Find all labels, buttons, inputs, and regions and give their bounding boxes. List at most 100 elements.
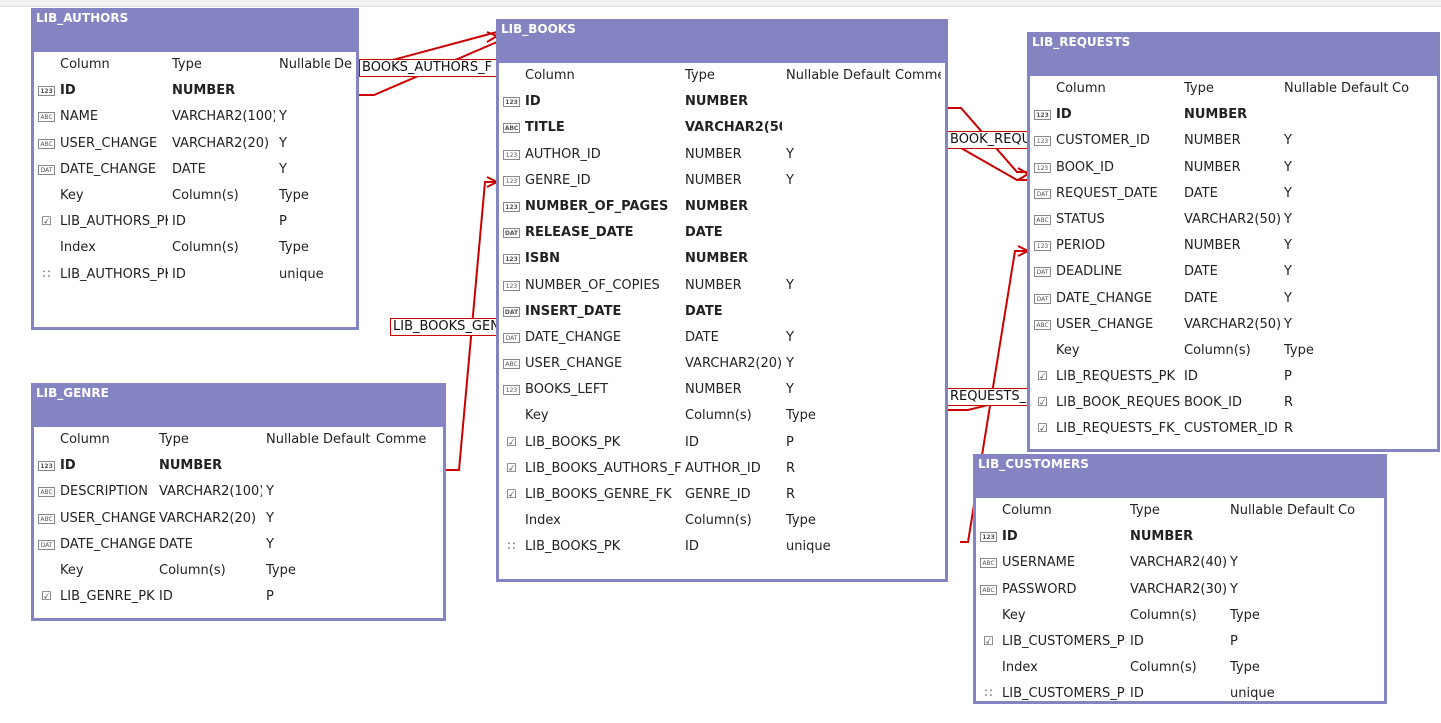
key-header: Type bbox=[1230, 607, 1260, 623]
column-type-icon: DAT bbox=[1034, 293, 1051, 304]
column-name: DATE_CHANGE bbox=[60, 536, 155, 552]
column-nullable: Y bbox=[279, 109, 287, 125]
key-icon: ☑ bbox=[506, 462, 517, 473]
column-name: DATE_CHANGE bbox=[60, 161, 157, 177]
column-name: STATUS bbox=[1056, 211, 1105, 227]
column-header: Nullable bbox=[266, 432, 319, 447]
column-name: REQUEST_DATE bbox=[1056, 185, 1158, 201]
column-nullable: Y bbox=[1230, 555, 1238, 571]
fk-label-requests-fk[interactable]: REQUESTS_F bbox=[947, 388, 1033, 406]
column-type-icon: ABC bbox=[1034, 214, 1051, 225]
column-type: NUMBER bbox=[172, 83, 236, 99]
column-name: ID bbox=[1056, 107, 1072, 123]
column-name: USERNAME bbox=[1002, 555, 1076, 571]
column-type: NUMBER bbox=[1184, 238, 1241, 254]
column-name: AUTHOR_ID bbox=[525, 146, 601, 162]
fk-label-book-request[interactable]: BOOK_REQUE bbox=[947, 131, 1033, 149]
column-type: NUMBER bbox=[1184, 107, 1248, 123]
fk-label-books-genre[interactable]: LIB_BOOKS_GEN bbox=[390, 318, 503, 336]
column-type-icon: 123 bbox=[38, 86, 55, 97]
index-type: unique bbox=[786, 539, 831, 555]
column-header: Nullable bbox=[786, 68, 839, 83]
table-lib-authors[interactable]: LIB_AUTHORSColumnTypeNullableDefa123IDNU… bbox=[31, 8, 359, 330]
index-name: LIB_CUSTOMERS_PK bbox=[1002, 686, 1126, 702]
column-header: Comme bbox=[376, 432, 427, 447]
fk-label-books-authors[interactable]: BOOKS_AUTHORS_F bbox=[359, 59, 503, 77]
column-type-icon: DAT bbox=[38, 539, 55, 550]
column-type: DATE bbox=[1184, 185, 1218, 201]
key-icon: ☑ bbox=[1037, 371, 1048, 382]
key-header: Column(s) bbox=[172, 187, 239, 203]
column-header: Default bbox=[843, 68, 891, 83]
column-type-icon: ABC bbox=[38, 138, 55, 149]
column-type-icon: 123 bbox=[38, 461, 55, 472]
index-header: Column(s) bbox=[172, 240, 239, 256]
column-name: ID bbox=[60, 458, 76, 474]
column-type: VARCHAR2(30) bbox=[1130, 581, 1226, 597]
column-name: BOOKS_LEFT bbox=[525, 382, 609, 398]
column-type: VARCHAR2(40) bbox=[1130, 555, 1226, 571]
index-column: ID bbox=[172, 266, 186, 282]
column-header: Column bbox=[525, 68, 575, 83]
key-header: Key bbox=[60, 562, 84, 578]
table-title: LIB_GENRE bbox=[36, 386, 109, 400]
column-type: DATE bbox=[685, 303, 723, 319]
key-icon: ☑ bbox=[506, 436, 517, 447]
column-type-icon: 123 bbox=[503, 201, 520, 212]
key-icon: ☑ bbox=[41, 591, 52, 602]
